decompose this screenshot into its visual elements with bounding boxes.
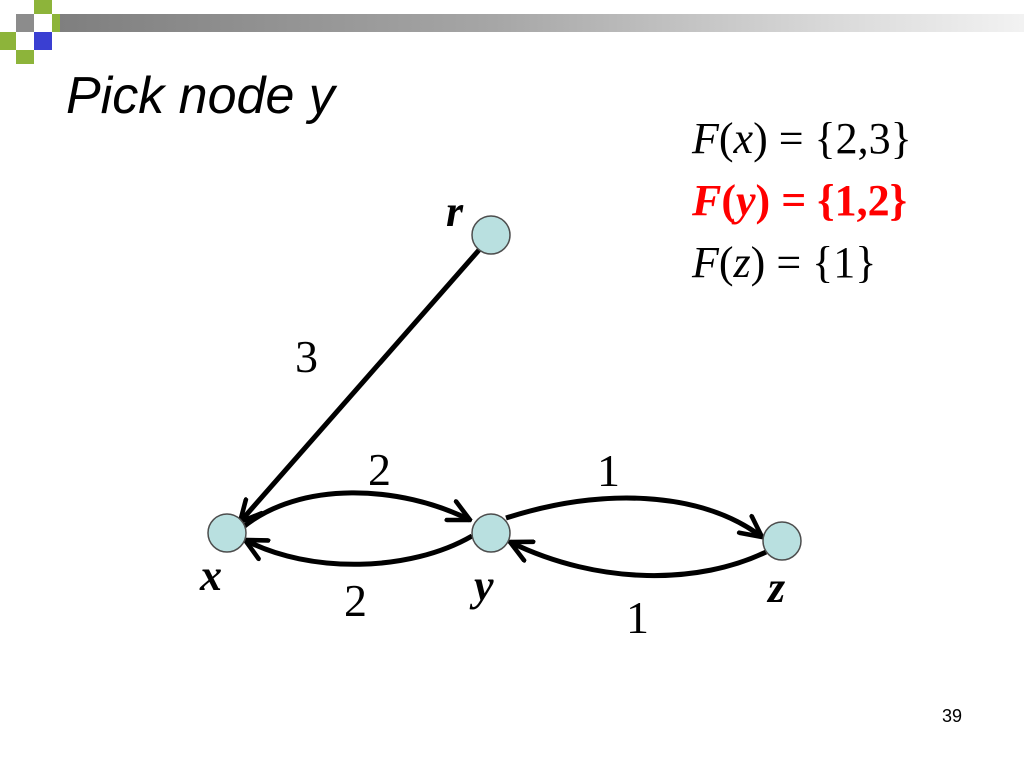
- edge-z-to-y: [510, 542, 768, 579]
- logo-square-green-4: [16, 50, 34, 64]
- logo-square-green-1: [34, 0, 52, 14]
- edge-y-to-z: [505, 495, 762, 537]
- edge-y-to-x: [245, 533, 474, 567]
- slide-title: Pick node y: [66, 67, 335, 125]
- formula-variable: x: [733, 114, 754, 163]
- formula-function: F: [692, 238, 719, 287]
- weight-label-z-y: 1: [626, 592, 649, 643]
- formula-open-paren: (: [718, 238, 734, 287]
- weight-label-x-y: 2: [368, 444, 391, 495]
- formula-open-paren: (: [718, 114, 734, 163]
- node-x: [207, 513, 247, 553]
- formula-variable: z: [733, 238, 751, 287]
- edge-x-to-y: [240, 490, 470, 530]
- formula-function: F: [692, 176, 722, 225]
- logo-square-green-3: [0, 32, 16, 50]
- weight-label-r-x: 3: [295, 331, 318, 382]
- formula-row-y: F(y) = {1,2}: [692, 170, 912, 232]
- formula-open-paren: (: [721, 176, 737, 225]
- node-label-r: r: [446, 187, 464, 236]
- formula-row-x: F(x) = {2,3}: [692, 108, 912, 170]
- node-z: [762, 521, 802, 561]
- node-r: [471, 215, 511, 255]
- node-y: [471, 513, 511, 553]
- header-gradient-bar: [60, 14, 1024, 32]
- node-label-x: x: [199, 551, 222, 600]
- weight-label-y-z: 1: [597, 445, 620, 496]
- node-label-z: z: [766, 563, 785, 612]
- weight-label-y-x: 2: [344, 575, 367, 626]
- formula-row-z: F(z) = {1}: [692, 232, 912, 294]
- logo-square-gray-1: [16, 14, 34, 32]
- formula-variable: y: [736, 176, 756, 225]
- formula-value: ) = {1}: [750, 238, 877, 287]
- logo-square-blue-1: [34, 32, 52, 50]
- formula-list: F(x) = {2,3} F(y) = {1,2} F(z) = {1}: [692, 108, 912, 294]
- page-number: 39: [941, 706, 962, 726]
- formula-value: ) = {2,3}: [753, 114, 912, 163]
- formula-function: F: [692, 114, 719, 163]
- node-label-y: y: [469, 561, 494, 610]
- edge-r-to-x: [240, 248, 481, 522]
- formula-value: ) = {1,2}: [755, 176, 907, 225]
